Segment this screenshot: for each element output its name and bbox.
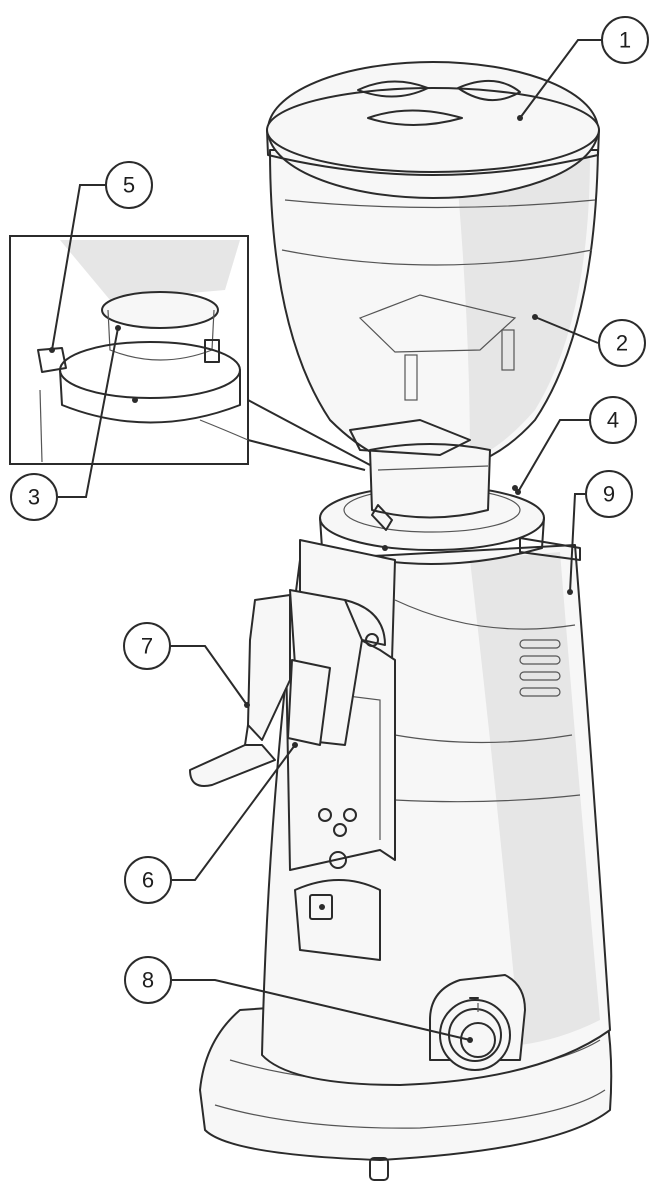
base-foot [369,1157,389,1181]
hopper-lid [266,61,600,199]
power-switch [429,974,526,1071]
callout-5-label: 5 [123,173,135,198]
body-vents [519,639,561,697]
callout-6: 6 [124,856,172,904]
inset-pointer-upper [247,399,371,466]
callout-7: 7 [123,622,171,670]
callout-2-label: 2 [616,331,628,356]
grinder-spout [287,589,386,746]
callout-6-label: 6 [142,868,154,893]
callout-1-label: 1 [619,28,631,53]
callout-4-label: 4 [607,408,619,433]
callout-8-label: 8 [142,968,154,993]
inset-detail [9,235,249,465]
callout-9: 9 [585,470,633,518]
callout-2: 2 [598,319,646,367]
inset-pointer-lower [247,439,366,471]
callout-4: 4 [589,396,637,444]
bean-hopper [269,149,599,531]
callout-8: 8 [124,956,172,1004]
callout-7-label: 7 [141,634,153,659]
callout-9-label: 9 [603,482,615,507]
callout-3: 3 [10,473,58,521]
fork-lever [189,594,291,787]
leader-lines [51,39,603,1043]
callout-5: 5 [105,161,153,209]
callout-1: 1 [601,16,649,64]
callout-3-label: 3 [28,485,40,510]
